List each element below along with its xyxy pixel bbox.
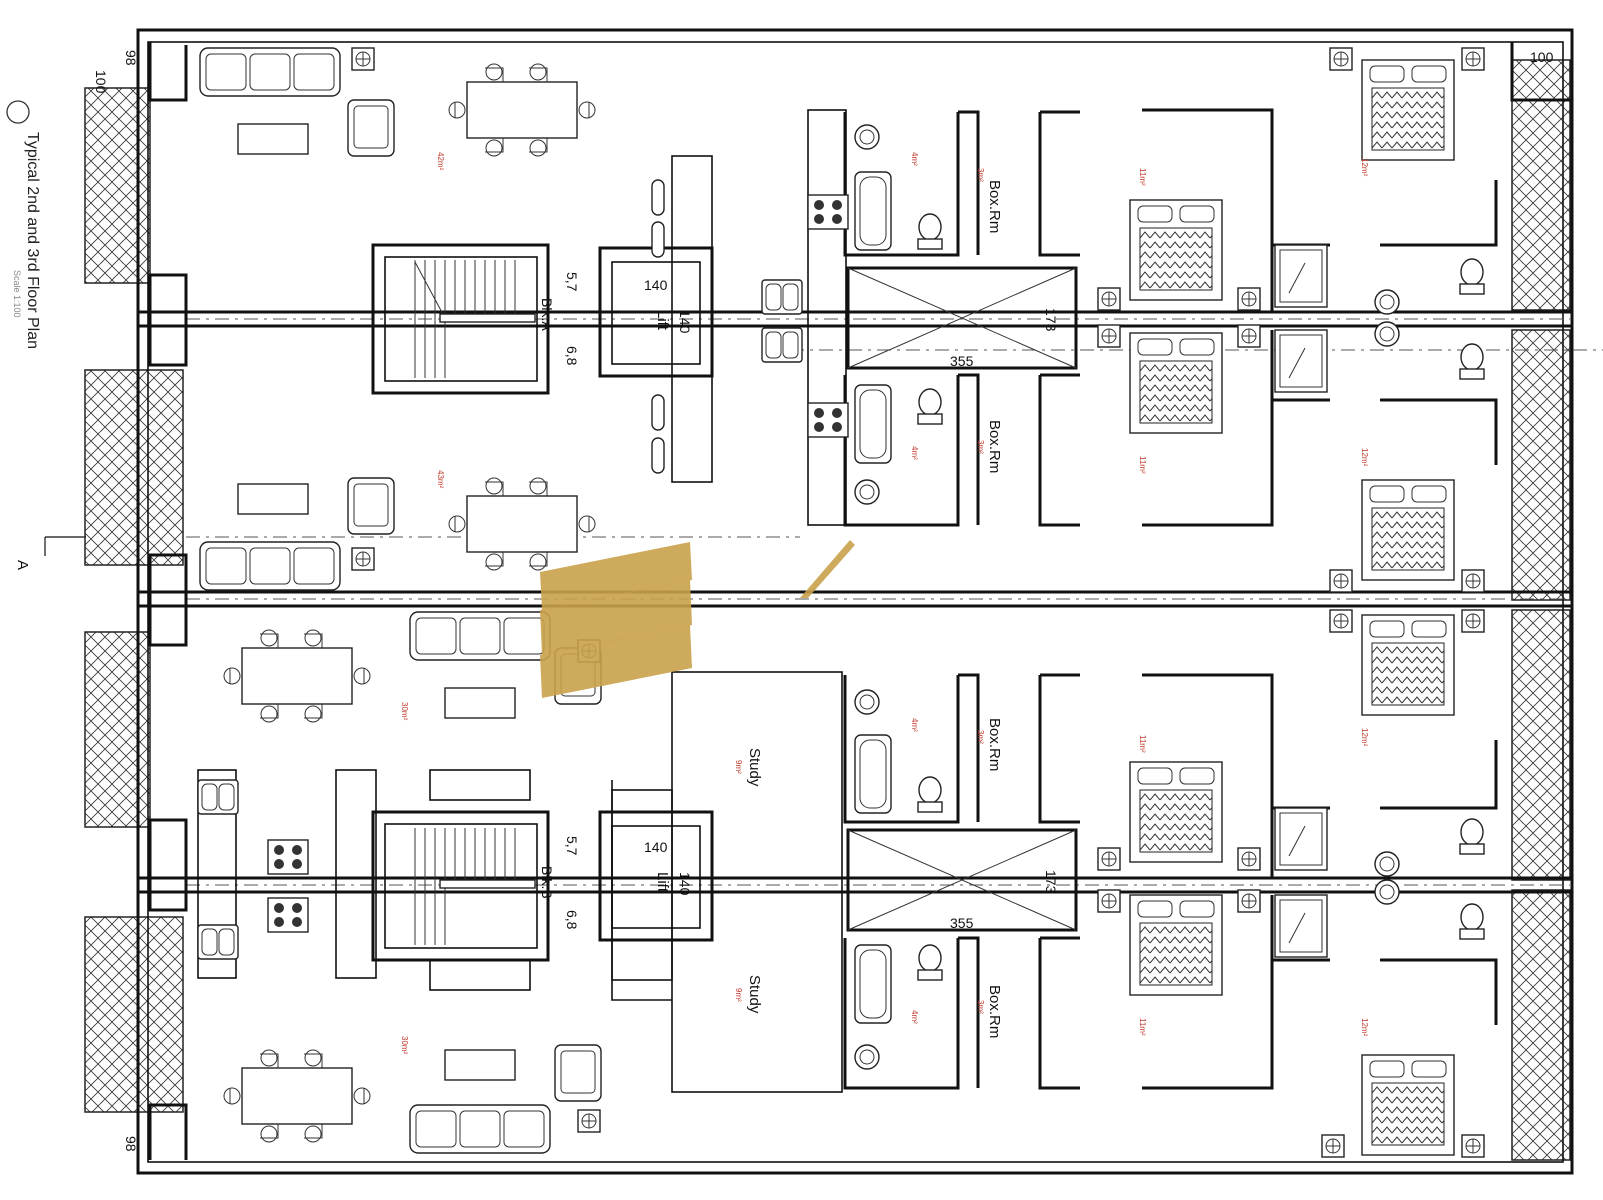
section-label: A xyxy=(14,560,31,570)
box-room-a1: Box.Rm xyxy=(986,180,1003,233)
area-tag: 3m² xyxy=(976,440,985,454)
balcony-4 xyxy=(84,916,184,1113)
left-pillars xyxy=(148,273,188,912)
area-tag: 9m² xyxy=(734,760,743,774)
area-tag: 3m² xyxy=(976,730,985,744)
kitchen-counters xyxy=(197,109,847,991)
shaft-b-height: 173 xyxy=(1043,870,1059,894)
box-room-b2: Box.Rm xyxy=(986,985,1003,1038)
shaft-b-width: 355 xyxy=(950,915,974,931)
study-partitions xyxy=(611,671,843,1093)
area-tag: 11m² xyxy=(1138,456,1147,474)
stair-core-b: Blk.B 5,7 6,8 xyxy=(371,810,580,962)
wall-dimensions: 100 98 100 98 xyxy=(93,49,1554,1152)
kitchen-appliances xyxy=(197,179,849,960)
plan-title: Typical 2nd and 3rd Floor Plan xyxy=(24,132,41,349)
lift-a-width: 140 xyxy=(644,277,668,293)
shaft-b: 355 173 xyxy=(846,828,1078,932)
balcony-3 xyxy=(84,631,151,828)
bedroom-furniture xyxy=(1097,47,1485,1158)
lift-b-width: 140 xyxy=(644,839,668,855)
area-tag: 12m² xyxy=(1360,1018,1369,1037)
stair-a-label: Blk.A xyxy=(539,298,555,331)
stair-core-a: Blk.A 5,7 6,8 xyxy=(371,243,580,395)
area-tag: 3m² xyxy=(976,1000,985,1014)
title-circle-marker xyxy=(6,100,30,124)
area-tags: 42m² 43m² 30m² 30m² 4m² 4m² 4m² 4m² 11m²… xyxy=(400,152,1369,1055)
service-strip-1 xyxy=(1511,59,1571,311)
study-b2: Study xyxy=(746,975,763,1014)
shaft-a: 355 173 xyxy=(846,266,1078,370)
stair-b-height: 6,8 xyxy=(564,910,580,930)
dim-top-left-b: 98 xyxy=(123,50,139,66)
area-tag: 12m² xyxy=(1360,158,1369,177)
service-strip-3 xyxy=(1511,609,1571,881)
area-tag: 4m² xyxy=(910,1010,919,1024)
lift-b: 140 140 Lift xyxy=(598,810,714,942)
coffee-table xyxy=(237,123,309,155)
stair-a-width: 5,7 xyxy=(564,272,580,292)
section-marker: A xyxy=(14,536,86,570)
stair-b-label: Blk.B xyxy=(539,866,555,899)
lift-a-height: 140 xyxy=(677,310,693,334)
lift-b-height: 140 xyxy=(677,872,693,896)
box-room-b1: Box.Rm xyxy=(986,718,1003,771)
service-strip-4 xyxy=(1511,889,1571,1161)
area-tag: 43m² xyxy=(436,470,445,489)
area-tag: 11m² xyxy=(1138,1018,1147,1036)
box-room-a2: Box.Rm xyxy=(986,420,1003,473)
plan-scale: Scale 1:100 xyxy=(12,270,22,318)
room-labels: Box.Rm Box.Rm Box.Rm Box.Rm Study Study xyxy=(746,180,1003,1038)
stair-a-height: 6,8 xyxy=(564,346,580,366)
dim-bottom-left: 98 xyxy=(123,1136,139,1152)
area-tag: 12m² xyxy=(1360,728,1369,747)
plan-title-block: Typical 2nd and 3rd Floor Plan Scale 1:1… xyxy=(6,100,41,349)
lift-a-label: Lift xyxy=(654,310,671,331)
dim-top-right: 100 xyxy=(1530,49,1554,65)
shaft-a-width: 355 xyxy=(950,353,974,369)
area-tag: 30m² xyxy=(400,702,409,721)
area-tag: 4m² xyxy=(910,718,919,732)
area-tag: 42m² xyxy=(436,152,445,171)
area-tag: 12m² xyxy=(1360,448,1369,467)
area-tag: 4m² xyxy=(910,152,919,166)
living-furniture xyxy=(199,47,602,1154)
study-b1: Study xyxy=(746,748,763,787)
area-tag: 3m² xyxy=(976,168,985,182)
dim-top-left: 100 xyxy=(93,70,109,94)
area-tag: 9m² xyxy=(734,988,743,1002)
service-strip-2 xyxy=(1511,329,1571,601)
area-tag: 4m² xyxy=(910,446,919,460)
area-tag: 11m² xyxy=(1138,735,1147,753)
balcony-2 xyxy=(84,369,184,566)
balcony-1 xyxy=(84,87,151,284)
watermark-logo xyxy=(540,540,855,698)
area-tag: 30m² xyxy=(400,1036,409,1055)
area-tag: 11m² xyxy=(1138,168,1147,186)
shaft-a-height: 173 xyxy=(1043,308,1059,332)
stair-b-width: 5,7 xyxy=(564,836,580,856)
lift-b-label: Lift xyxy=(654,872,671,893)
